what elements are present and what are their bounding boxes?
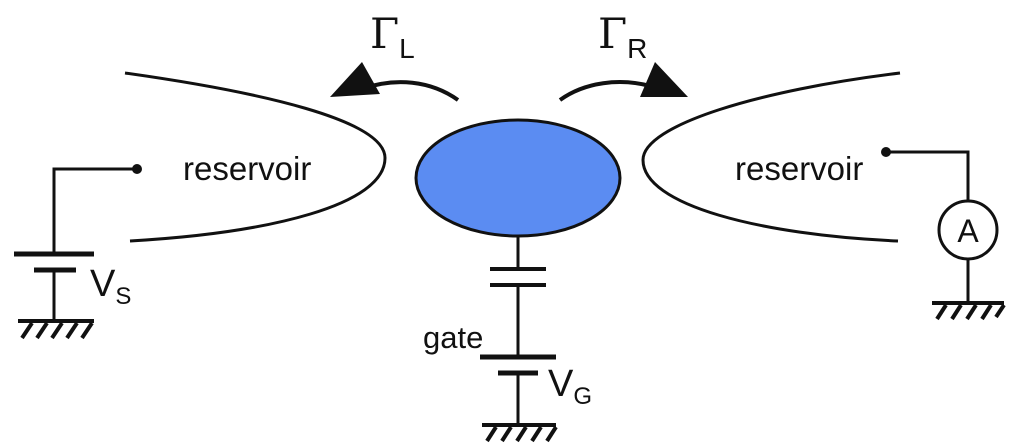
right-arrowhead bbox=[640, 62, 688, 97]
right-reservoir-label: reservoir bbox=[735, 150, 863, 187]
drain-wire bbox=[886, 150, 970, 200]
ammeter-label: A bbox=[957, 213, 979, 249]
left-reservoir-label: reservoir bbox=[183, 150, 311, 187]
gate-voltage-label: VG bbox=[548, 363, 592, 410]
source-wire bbox=[52, 167, 137, 252]
gate-label: gate bbox=[423, 320, 483, 355]
left-arrowhead bbox=[330, 62, 380, 97]
left-tunnel-arrow bbox=[364, 80, 460, 102]
gamma-right-label: ΓR bbox=[598, 9, 647, 64]
quantum-dot bbox=[414, 118, 622, 238]
right-tunnel-arrow bbox=[558, 80, 651, 102]
right-reservoir-boundary bbox=[641, 71, 901, 243]
source-ground-icon bbox=[18, 319, 94, 340]
left-reservoir-boundary bbox=[124, 71, 387, 243]
source-voltage-label: VS bbox=[90, 263, 131, 310]
gamma-left-label: ΓL bbox=[370, 9, 415, 64]
drain-ground-icon bbox=[932, 301, 1006, 321]
gate-ground-icon bbox=[482, 423, 558, 443]
